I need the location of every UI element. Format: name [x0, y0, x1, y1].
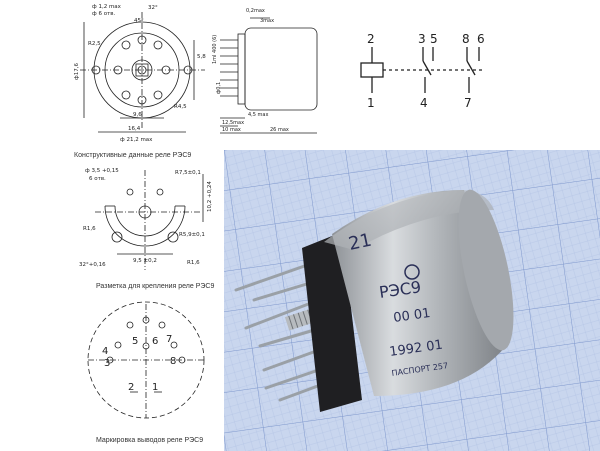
pin-marker	[126, 321, 134, 329]
contact-switch	[466, 60, 476, 76]
pin-label: 2	[128, 382, 134, 393]
dim-10-2: 10,2 +0,24	[207, 181, 213, 212]
dim-angle-45: 45°	[134, 18, 144, 24]
dim-r45: R4,5	[174, 104, 187, 110]
dim-d35: ф 3,5 +0,15	[85, 168, 119, 174]
terminal-label: 8	[462, 32, 470, 46]
dim-body-dia: ф 21,2 max	[120, 137, 153, 143]
dim-12-5: 12,5max	[222, 120, 244, 126]
pin-hole	[153, 90, 163, 100]
caption-pinout: Маркировка выводов реле РЭС9	[96, 437, 204, 444]
terminal-label: 1	[367, 96, 375, 110]
dim-3: 3max	[260, 18, 274, 24]
dim-side-lead: 1ml 400 (6)	[212, 35, 218, 64]
terminal-label: 4	[420, 96, 428, 110]
dim-9-5: 9,5 ±0,2	[133, 258, 157, 264]
caption-construction: Конструктивные данные реле РЭС9	[74, 152, 192, 159]
relay-side-base	[237, 33, 246, 105]
dim-16-4: 16,4	[128, 126, 141, 132]
mount-inner-arc	[114, 205, 176, 237]
dim-d17: ф17,6	[74, 63, 80, 80]
marking-line-3: 1992 01	[388, 338, 443, 360]
terminal-label: 5	[430, 32, 438, 46]
mounting-drawing: ф 3,5 +0,15 6 отв. R7,5±0,1 10,2 +0,24 R…	[79, 168, 213, 270]
dim-side-ph: ф0,1	[216, 82, 222, 94]
pin-hole	[153, 40, 163, 50]
dim-holes-6: 6 отв.	[89, 176, 106, 182]
relay-pins	[234, 260, 338, 402]
dim-9-6: 9,6	[133, 112, 142, 118]
marking-line-2: 00 01	[392, 306, 431, 326]
mount-hole	[156, 188, 164, 196]
dim-0-2: 0,2max	[246, 8, 265, 14]
relay-photo: 21 РЭС9 00 01 1992 01 ПАСПОРТ 257	[224, 150, 600, 451]
dim-5-8: 5,8	[197, 54, 206, 60]
dim-r16a: R1,6	[83, 226, 96, 232]
pin-label: 5	[132, 336, 138, 347]
terminal-label: 2	[367, 32, 375, 46]
pin-marker	[114, 341, 122, 349]
maker-logo-icon	[404, 264, 420, 280]
pin-hole	[121, 40, 131, 50]
marking-top: 21	[347, 230, 374, 255]
dim-angle-32: 32°	[148, 5, 158, 11]
pin-hole	[121, 90, 131, 100]
pin-label: 3	[104, 358, 110, 369]
pin-label: 4	[102, 346, 108, 357]
pin-label: 1	[152, 382, 158, 393]
terminal-label: 3	[418, 32, 426, 46]
relay-photo-svg: 21 РЭС9 00 01 1992 01 ПАСПОРТ 257	[224, 150, 600, 451]
contact-switch	[422, 60, 432, 76]
dim-26: 26 max	[270, 127, 289, 133]
dim-r16b: R1,6	[187, 260, 200, 266]
dim-pin-dia: ф 1,2 max	[92, 4, 122, 10]
pin-label: 6	[152, 336, 158, 347]
caption-mounting: Разметка для крепления реле РЭС9	[96, 283, 215, 290]
mount-hole	[111, 231, 123, 243]
construction-drawing: ф 1,2 max ф 6 отв. 32° 45° R2,5 R4,5 ф17…	[74, 4, 318, 143]
relay-can-top	[458, 189, 514, 351]
pin-label: 8	[170, 356, 176, 367]
pin-marker	[170, 341, 178, 349]
dim-32-angle: 32°+0,16	[79, 262, 106, 268]
mount-hole	[126, 188, 134, 196]
relay-schematic: 2 3 5 8 6 1 4 7	[360, 32, 485, 110]
pin-marker	[158, 321, 166, 329]
dim-10: 10 max	[222, 127, 241, 133]
mount-hole	[167, 231, 179, 243]
dim-4-5: 4,5 max	[248, 112, 268, 118]
coil-symbol	[360, 62, 384, 78]
terminal-label: 7	[464, 96, 472, 110]
mount-outline	[104, 205, 186, 247]
relay-side-body	[244, 27, 318, 111]
dim-holes: ф 6 отв.	[92, 11, 116, 17]
pin-label: 7	[166, 334, 172, 345]
dim-r59: R5,9±0,1	[179, 232, 205, 238]
dim-r25: R2,5	[88, 41, 101, 47]
pinout-drawing: 5 6 7 4 3 8 2 1	[87, 301, 205, 419]
terminal-label: 6	[477, 32, 485, 46]
dim-r75: R7,5±0,1	[175, 170, 201, 176]
